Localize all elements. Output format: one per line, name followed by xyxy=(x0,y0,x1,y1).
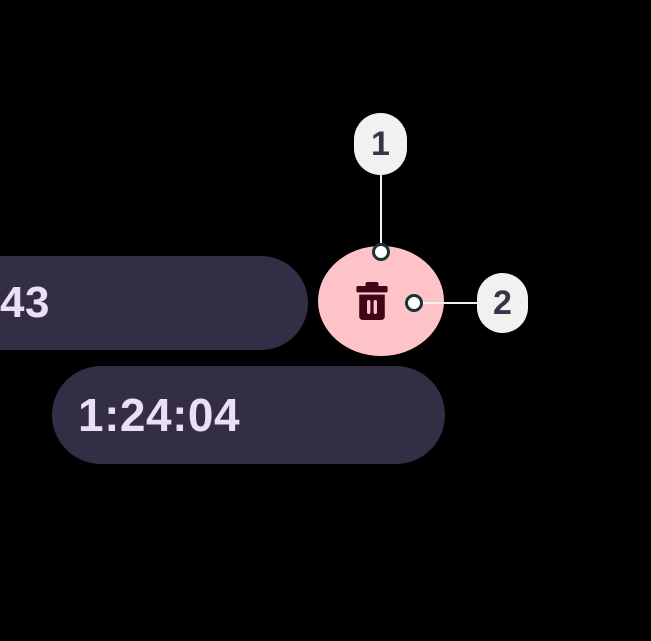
annotation-badge-2: 2 xyxy=(477,273,528,333)
timer-pill-label: 1:24:04 xyxy=(78,389,241,441)
annotation-connector-1 xyxy=(380,172,382,253)
count-pill[interactable]: 43 xyxy=(0,256,308,350)
annotation-badge-1: 1 xyxy=(354,113,407,175)
timer-pill[interactable]: 1:24:04 xyxy=(52,366,445,464)
count-pill-label: 43 xyxy=(0,278,50,327)
trash-icon xyxy=(356,282,388,320)
delete-button[interactable] xyxy=(318,246,444,356)
